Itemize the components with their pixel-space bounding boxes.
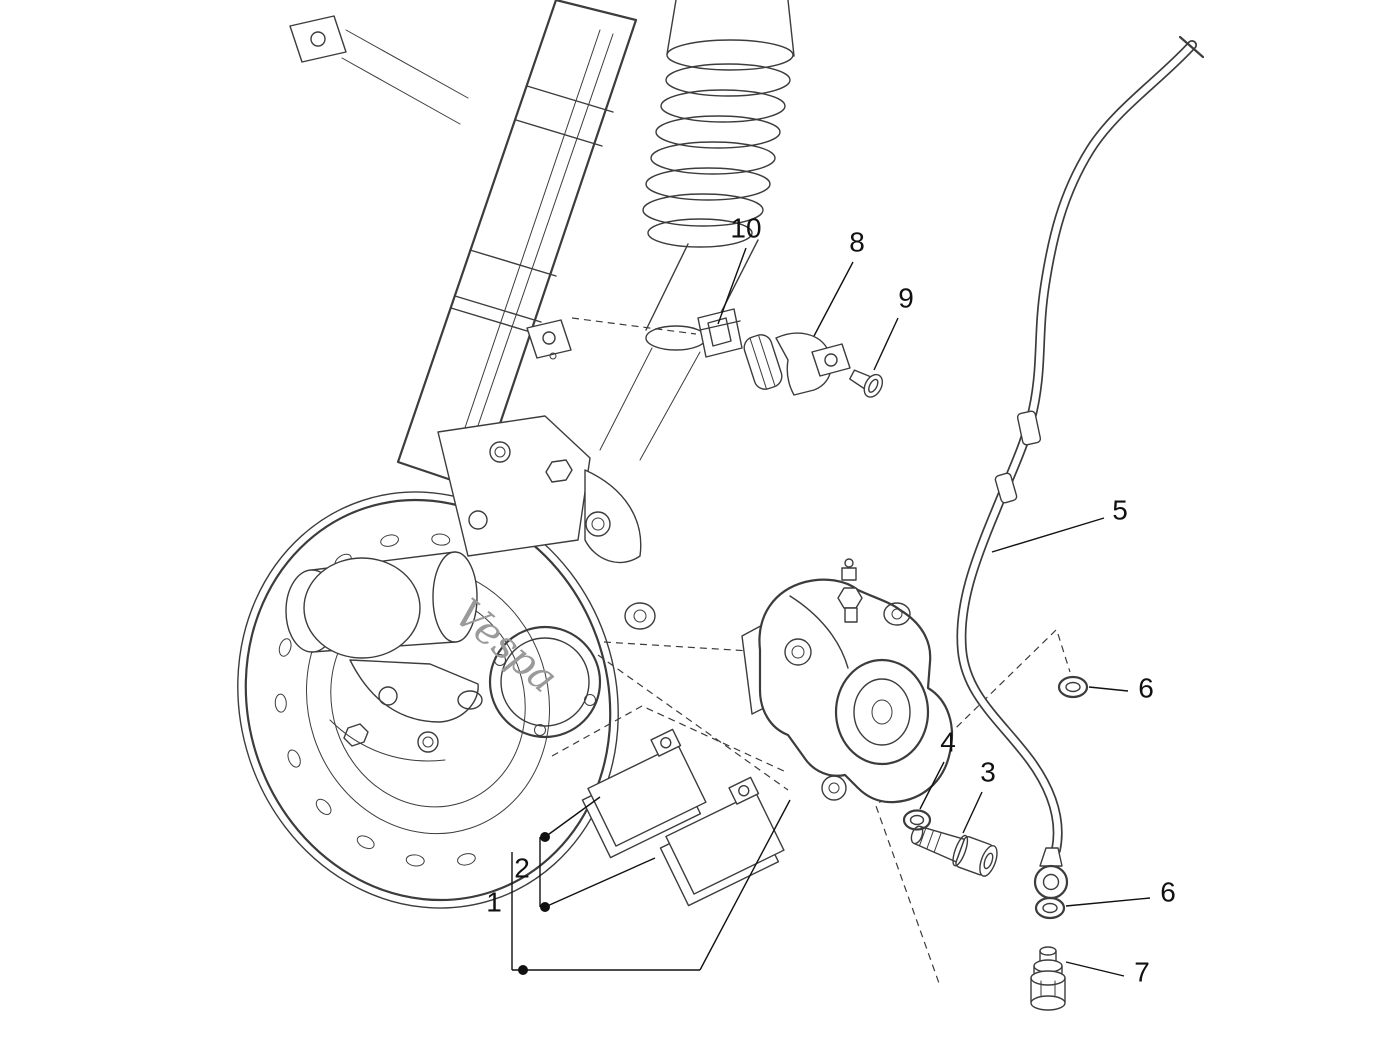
- suspension-spring: [599, 0, 795, 461]
- callout-leader-line: [1065, 961, 1125, 977]
- callout-leader-line: [919, 761, 945, 810]
- brake-pad-outer: [581, 728, 707, 859]
- hub-center-ring: [488, 625, 602, 739]
- wheel-hub-assembly: [285, 415, 656, 762]
- callout-7[interactable]: 7: [1134, 957, 1150, 988]
- hose-banjo-fitting: [1033, 847, 1069, 900]
- callout-leader-line: [1088, 686, 1129, 692]
- callout-8[interactable]: 8: [849, 227, 865, 258]
- front-fork-leg: [289, 0, 638, 491]
- callout-10[interactable]: 10: [730, 213, 761, 244]
- callout-9[interactable]: 9: [898, 283, 914, 314]
- callout-dot: [518, 965, 528, 975]
- fender-mount-tab: [526, 319, 572, 359]
- callout-leader-line: [962, 791, 983, 834]
- caliper-mount-bolt: [910, 825, 998, 877]
- assembly-guide-lines: [551, 317, 1071, 987]
- sealing-washer-upper: [1057, 675, 1089, 699]
- sealing-washer-lower: [1034, 896, 1066, 920]
- hose-ferrule-lower: [994, 472, 1018, 504]
- bolt-washer: [902, 809, 932, 831]
- clamp-screw: [849, 369, 884, 398]
- callout-leader-line: [813, 261, 854, 337]
- brake-caliper: [741, 558, 954, 804]
- callout-4[interactable]: 4: [940, 727, 956, 758]
- banjo-bolt: [1030, 946, 1066, 1011]
- hose-ferrule-upper: [1016, 410, 1042, 446]
- brake-pad-inner: [659, 776, 785, 907]
- callout-leader-line: [544, 796, 601, 838]
- callout-dot: [540, 832, 550, 842]
- brake-hose: [956, 35, 1205, 900]
- callout-layer: 10 8 9 5 6 43 21 6 7: [486, 213, 1176, 988]
- callout-1[interactable]: 1: [486, 887, 502, 918]
- hose-clip: [697, 308, 743, 358]
- callout-3[interactable]: 3: [980, 757, 996, 788]
- callout-leader-line: [991, 517, 1105, 553]
- callout-leader-line: [699, 799, 791, 971]
- callout-leader-line: [544, 857, 656, 908]
- bleed-valve: [837, 558, 863, 623]
- callout-leader-line: [873, 317, 899, 371]
- callout-5[interactable]: 5: [1112, 495, 1128, 526]
- callout-2[interactable]: 2: [514, 853, 530, 884]
- callout-leader-line: [1065, 897, 1151, 907]
- callout-6[interactable]: 6: [1160, 877, 1176, 908]
- callout-dot: [540, 902, 550, 912]
- callout-leader-line: [717, 247, 747, 325]
- fork-top-bracket: [289, 15, 347, 63]
- callout-6[interactable]: 6: [1138, 673, 1154, 704]
- hose-clamp: [743, 332, 851, 396]
